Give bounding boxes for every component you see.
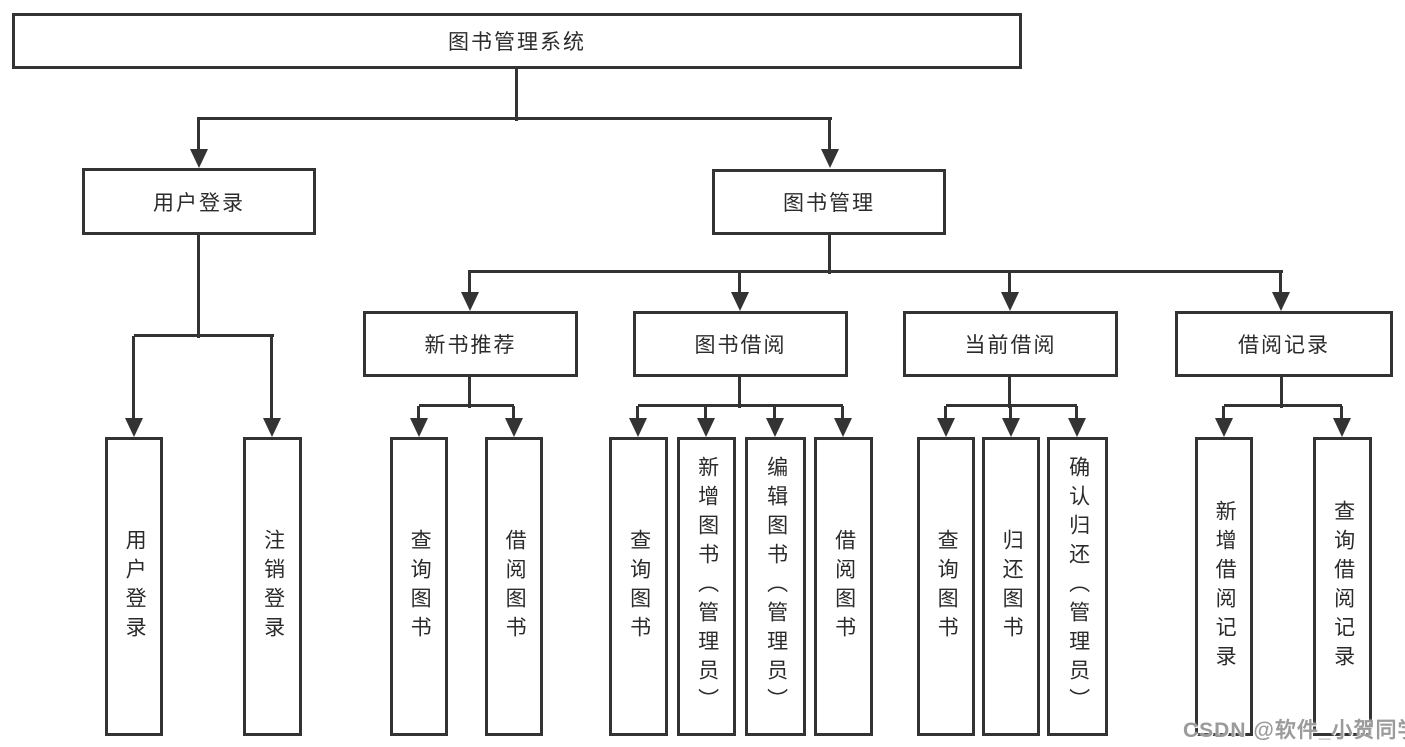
connector-line xyxy=(704,406,707,424)
node-borrowing-records: 借阅记录 xyxy=(1175,311,1393,377)
arrow-down-icon xyxy=(461,292,479,311)
connector-line xyxy=(946,404,1077,407)
leaf-query-books: 查询图书 xyxy=(609,437,668,736)
leaf-label: 用户登录 xyxy=(123,528,147,645)
leaf-label: 查询图书 xyxy=(627,528,651,645)
connector-line xyxy=(636,406,639,424)
arrow-down-icon xyxy=(1333,418,1351,437)
leaf-label: 注销登录 xyxy=(261,528,285,645)
connector-line xyxy=(1075,406,1078,424)
leaf-user-login: 用户登录 xyxy=(105,437,163,736)
connector-line xyxy=(197,117,832,120)
csdn-watermark: CSDN @软件_小贺同学 xyxy=(1183,719,1405,742)
connector-line xyxy=(944,406,947,424)
arrow-down-icon xyxy=(937,418,955,437)
leaf-label: 查询借阅记录 xyxy=(1331,499,1355,674)
leaf-query-borrow-record: 查询借阅记录 xyxy=(1313,437,1372,736)
leaf-add-borrow-record: 新增借阅记录 xyxy=(1195,437,1253,736)
connector-line xyxy=(197,233,200,338)
arrow-down-icon xyxy=(505,418,523,437)
node-library-management-system: 图书管理系统 xyxy=(12,13,1022,69)
arrow-down-icon xyxy=(1272,292,1290,311)
connector-line xyxy=(132,336,135,422)
connector-line xyxy=(197,119,200,155)
leaf-return-books: 归还图书 xyxy=(982,437,1040,736)
arrow-down-icon xyxy=(1002,418,1020,437)
leaf-query-current-books: 查询图书 xyxy=(917,437,975,736)
leaf-borrow-books: 借阅图书 xyxy=(814,437,873,736)
arrow-down-icon xyxy=(834,418,852,437)
connector-line xyxy=(468,375,471,408)
leaf-label: 新增借阅记录 xyxy=(1213,499,1237,674)
connector-line xyxy=(1280,375,1283,408)
connector-line xyxy=(1340,406,1343,424)
connector-line xyxy=(468,270,1283,273)
leaf-borrow-books-recommend: 借阅图书 xyxy=(485,437,543,736)
connector-line xyxy=(773,406,776,424)
connector-line xyxy=(1008,375,1011,408)
leaf-label: 编辑图书（管理员） xyxy=(764,456,788,717)
arrow-down-icon xyxy=(1001,292,1019,311)
leaf-label: 确认归还（管理员） xyxy=(1066,456,1090,717)
arrow-down-icon xyxy=(766,418,784,437)
leaf-add-books-admin: 新增图书（管理员） xyxy=(677,437,736,736)
connector-line xyxy=(828,119,831,155)
arrow-down-icon xyxy=(731,292,749,311)
connector-line xyxy=(1224,404,1342,407)
node-book-management: 图书管理 xyxy=(712,169,946,235)
node-current-borrowing: 当前借阅 xyxy=(903,311,1118,377)
connector-line xyxy=(134,334,274,337)
connector-line xyxy=(417,406,420,424)
connector-line xyxy=(738,375,741,408)
leaf-label: 借阅图书 xyxy=(503,528,527,645)
leaf-edit-books-admin: 编辑图书（管理员） xyxy=(745,437,806,736)
connector-line xyxy=(1008,272,1011,296)
arrow-down-icon xyxy=(821,149,839,168)
leaf-label: 归还图书 xyxy=(1000,528,1024,645)
arrow-down-icon xyxy=(697,418,715,437)
leaf-label: 新增图书（管理员） xyxy=(695,456,719,717)
leaf-label: 查询图书 xyxy=(935,528,959,645)
arrow-down-icon xyxy=(190,149,208,168)
leaf-logout: 注销登录 xyxy=(243,437,302,736)
node-book-borrowing: 图书借阅 xyxy=(633,311,848,377)
arrow-down-icon xyxy=(1068,418,1086,437)
connector-line xyxy=(1279,272,1282,296)
leaf-label: 查询图书 xyxy=(408,528,432,645)
connector-line xyxy=(1222,406,1225,424)
connector-line xyxy=(841,406,844,424)
leaf-label: 借阅图书 xyxy=(832,528,856,645)
connector-line xyxy=(270,336,273,422)
arrow-down-icon xyxy=(410,418,428,437)
leaf-query-books-recommend: 查询图书 xyxy=(390,437,448,736)
node-new-book-recommendation: 新书推荐 xyxy=(363,311,578,377)
arrow-down-icon xyxy=(263,418,281,437)
connector-line xyxy=(419,404,514,407)
node-user-login: 用户登录 xyxy=(82,168,316,235)
connector-line xyxy=(512,406,515,424)
connector-line xyxy=(515,68,518,121)
connector-line xyxy=(638,404,843,407)
arrow-down-icon xyxy=(629,418,647,437)
leaf-confirm-return-admin: 确认归还（管理员） xyxy=(1047,437,1108,736)
arrow-down-icon xyxy=(125,418,143,437)
arrow-down-icon xyxy=(1215,418,1233,437)
connector-line xyxy=(1009,406,1012,424)
connector-line xyxy=(738,272,741,296)
connector-line xyxy=(828,233,831,274)
connector-line xyxy=(468,272,471,296)
